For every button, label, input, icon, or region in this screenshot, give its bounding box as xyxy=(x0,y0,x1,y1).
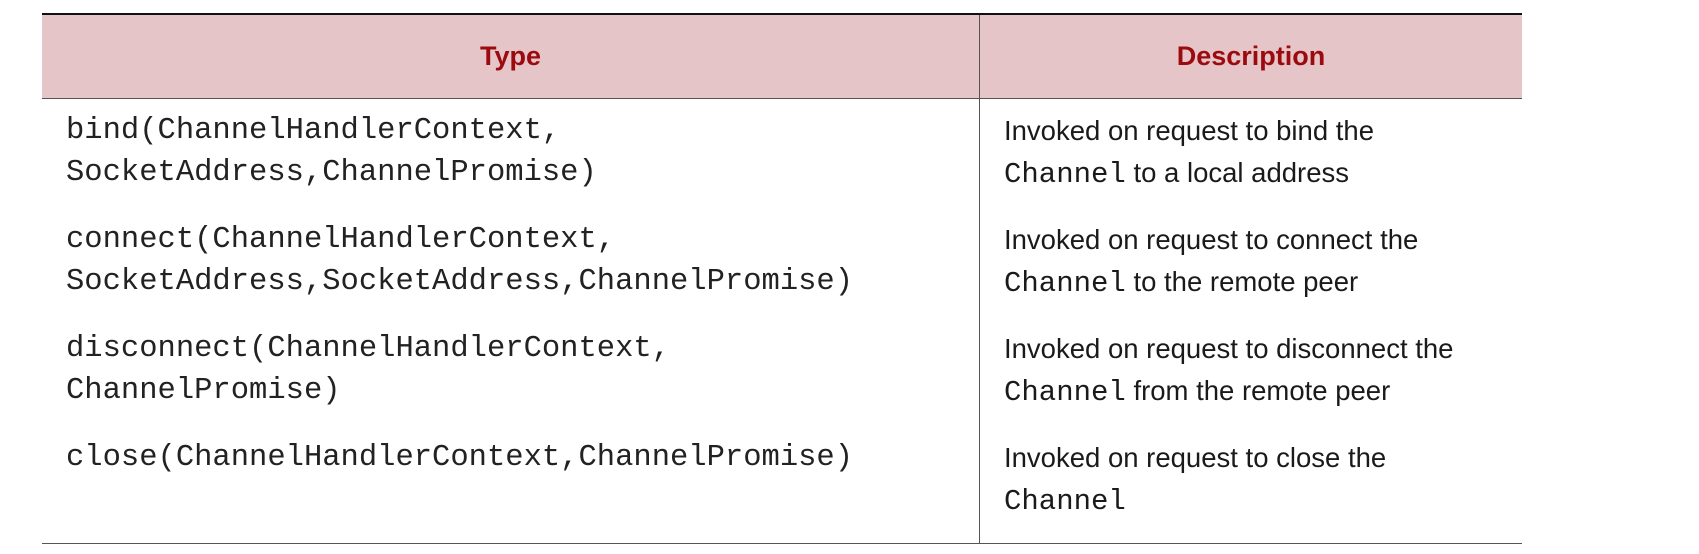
type-text: disconnect(ChannelHandlerContext, xyxy=(66,332,670,366)
description-text: Invoked on request to close the xyxy=(1004,442,1387,473)
type-text: SocketAddress,ChannelPromise) xyxy=(66,156,597,190)
description-text-line2: Channel to the remote peer xyxy=(1004,261,1518,305)
header-type: Type xyxy=(42,14,980,99)
description-text: to a local address xyxy=(1125,157,1350,188)
description-text: to the remote peer xyxy=(1125,266,1359,297)
type-text: SocketAddress,SocketAddress,ChannelPromi… xyxy=(66,265,854,299)
description-text-line2: Channel to a local address xyxy=(1004,152,1518,196)
type-text: close(ChannelHandlerContext,ChannelPromi… xyxy=(66,441,854,475)
description-cell: Invoked on request to connect the Channe… xyxy=(980,209,1523,318)
description-text: Invoked on request to connect the xyxy=(1004,224,1419,255)
description-text-line2: Channel xyxy=(1004,479,1518,523)
description-text: Invoked on request to bind the xyxy=(1004,115,1374,146)
description-cell: Invoked on request to bind the Channel t… xyxy=(980,99,1523,210)
methods-table: Type Description bind(ChannelHandlerCont… xyxy=(42,13,1522,544)
table-row: connect(ChannelHandlerContext, SocketAdd… xyxy=(42,209,1522,318)
channel-code: Channel xyxy=(1004,485,1126,518)
description-text: from the remote peer xyxy=(1125,375,1391,406)
header-row: Type Description xyxy=(42,14,1522,99)
channel-code: Channel xyxy=(1004,267,1126,300)
description-cell: Invoked on request to close the Channel xyxy=(980,427,1523,544)
type-cell: disconnect(ChannelHandlerContext, Channe… xyxy=(42,318,980,427)
channel-code: Channel xyxy=(1004,158,1126,191)
description-cell: Invoked on request to disconnect the Cha… xyxy=(980,318,1523,427)
header-description: Description xyxy=(1176,41,1326,71)
table-row: bind(ChannelHandlerContext, SocketAddres… xyxy=(42,98,1523,210)
type-text: connect(ChannelHandlerContext, xyxy=(66,223,616,257)
type-text: ChannelPromise) xyxy=(66,374,341,408)
type-text: bind(ChannelHandlerContext, xyxy=(66,114,561,148)
type-cell: connect(ChannelHandlerContext, SocketAdd… xyxy=(42,209,980,318)
table-row: close(ChannelHandlerContext,ChannelPromi… xyxy=(42,427,1522,544)
table-row: disconnect(ChannelHandlerContext, Channe… xyxy=(42,318,1522,427)
outbound-operations-table: Type Description bind(ChannelHandlerCont… xyxy=(42,13,1522,544)
description-text-line2: Channel from the remote peer xyxy=(1004,370,1518,414)
table-header: Type Description xyxy=(42,14,1522,99)
type-cell: close(ChannelHandlerContext,ChannelPromi… xyxy=(42,427,980,544)
description-text: Invoked on request to disconnect the xyxy=(1004,333,1454,364)
type-cell: bind(ChannelHandlerContext, SocketAddres… xyxy=(42,98,980,209)
channel-code: Channel xyxy=(1004,376,1126,409)
table-body: bind(ChannelHandlerContext, SocketAddres… xyxy=(42,98,1523,544)
